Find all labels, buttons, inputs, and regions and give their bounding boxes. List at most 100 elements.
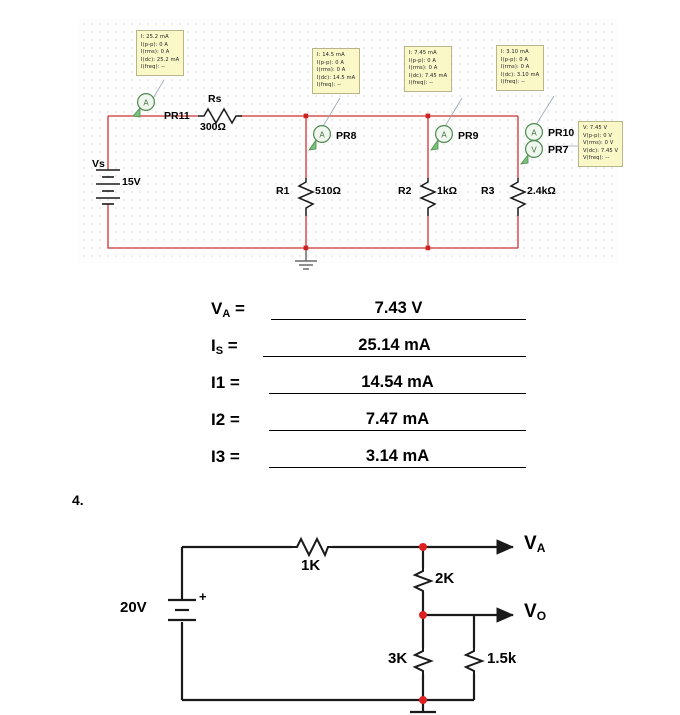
answer-value[interactable]: 14.54 mA: [269, 373, 526, 394]
answer-row: I1 = 14.54 mA: [0, 357, 680, 394]
q4-battery-symbol: [168, 598, 196, 622]
answer-label: I2 =: [211, 410, 240, 429]
tooltip-line: I(p-p): 0 A: [409, 57, 437, 64]
component-ref-r2: R2: [398, 185, 412, 197]
q4-wires: [180, 539, 515, 702]
tooltip-line: I(p-p): 0 A: [317, 59, 345, 66]
component-ref-rs: Rs: [208, 93, 222, 105]
probe-tooltip-pr9: I: 7.45 mA I(p-p): 0 A I(rms): 0 A I(dc)…: [404, 46, 453, 92]
tooltip-line: I(freq): --: [317, 82, 342, 89]
tooltip-line: V(p-p): 0 V: [583, 132, 613, 139]
probe-label-pr10: PR10: [548, 127, 575, 139]
component-ref-r1: R1: [276, 185, 290, 197]
q4-resistor-label-1p5k: 1.5k: [487, 650, 517, 667]
probe-pr10-icon[interactable]: A: [525, 122, 544, 141]
tooltip-line: V(freq): --: [583, 155, 610, 162]
svg-text:V: V: [531, 146, 537, 155]
question4-drawing: [168, 536, 515, 714]
tooltip-line: I(freq): --: [409, 80, 434, 87]
answer-label-sub: S: [215, 345, 224, 357]
source-value-vs: 15V: [122, 176, 141, 188]
q4-polarity-label: +: [199, 589, 207, 604]
svg-text:A: A: [531, 129, 537, 138]
answer-label-text: I3: [211, 447, 226, 466]
q4-output-label-vo: VO: [524, 601, 546, 623]
question-number: 4.: [72, 492, 84, 508]
svg-text:A: A: [143, 99, 149, 108]
q4-source-label: 20V: [120, 599, 147, 616]
ground-symbol: [295, 248, 317, 270]
q4-resistor-2k-symbol: [412, 568, 434, 592]
answer-value[interactable]: 7.47 mA: [269, 410, 526, 431]
tooltip-leader-lines: [145, 79, 580, 147]
tooltip-line: I(dc): 3.10 mA: [501, 71, 540, 78]
probe-tooltip-pr7: V: 7.45 V V(p-p): 0 V V(rms): 0 V V(dc):…: [578, 121, 624, 167]
probe-pr7-icon[interactable]: V: [520, 139, 544, 165]
answer-label: IS =: [211, 336, 238, 357]
probe-pr8-icon[interactable]: A: [308, 124, 332, 151]
answer-value[interactable]: 25.14 mA: [263, 336, 526, 357]
q4-output-vo-sub: O: [536, 609, 547, 623]
resistor-r1-symbol: [297, 178, 315, 216]
component-value-rs: 300Ω: [200, 121, 226, 133]
component-value-r2: 1kΩ: [437, 185, 458, 197]
q4-resistor-1p5k-symbol: [463, 648, 485, 674]
tooltip-line: V: 7.45 V: [583, 125, 608, 131]
q4-output-label-va: VA: [524, 533, 545, 555]
q4-resistor-1k-symbol: [292, 536, 332, 558]
answer-label-text: I1: [211, 373, 226, 392]
junction-nodes: [303, 113, 431, 251]
tooltip-line: I(p-p): 0 A: [501, 56, 529, 63]
tooltip-line: I(freq): --: [141, 64, 166, 71]
q4-output-va-text: V: [524, 533, 537, 554]
answer-label-text: I2: [211, 410, 226, 429]
q4-resistor-label-3k: 3K: [388, 650, 408, 667]
answers-list: VA = 7.43 V IS = 25.14 mA I1 = 14.54 mA …: [0, 283, 680, 468]
answer-label-sub: A: [222, 308, 231, 320]
svg-text:A: A: [319, 131, 325, 140]
question4-circuit: 1K 2K 3K 1.5k 20V + VA VO: [120, 500, 680, 715]
tooltip-line: I: 7.45 mA: [409, 50, 437, 56]
tooltip-line: I: 3.10 mA: [501, 49, 529, 55]
q4-junction-nodes: [419, 543, 427, 704]
schematic-drawing: A A A A V: [96, 79, 580, 270]
tooltip-line: I(rms): 0 A: [501, 64, 530, 71]
component-ref-r3: R3: [481, 185, 495, 197]
probe-pr9-icon[interactable]: A: [430, 124, 454, 151]
multisim-schematic: A A A A V: [78, 18, 624, 270]
answer-label: I3 =: [211, 447, 240, 466]
q4-output-vo-text: V: [524, 601, 537, 622]
tooltip-line: I(dc): 14.5 mA: [317, 74, 356, 81]
tooltip-line: I(rms): 0 A: [409, 65, 438, 72]
answer-label-text: V: [211, 299, 223, 318]
answer-value[interactable]: 3.14 mA: [269, 447, 526, 468]
q4-resistor-label-2k: 2K: [435, 570, 455, 587]
tooltip-line: I(dc): 25.2 mA: [141, 56, 180, 63]
answer-row: IS = 25.14 mA: [0, 320, 680, 357]
answer-value[interactable]: 7.43 V: [271, 299, 526, 320]
probe-label-pr8: PR8: [336, 130, 357, 142]
battery-symbol: [96, 169, 120, 205]
answer-label: VA =: [211, 299, 245, 320]
tooltip-line: V(dc): 7.45 V: [583, 147, 619, 154]
q4-output-va-sub: A: [536, 541, 546, 555]
tooltip-line: I: 25.2 mA: [141, 34, 169, 40]
probe-tooltip-pr8: I: 14.5 mA I(p-p): 0 A I(rms): 0 A I(dc)…: [312, 48, 361, 94]
answer-label-text: I: [211, 336, 216, 355]
tooltip-line: I(rms): 0 A: [141, 49, 170, 56]
probe-symbols: A A A A V: [132, 92, 544, 165]
probe-label-pr9: PR9: [458, 130, 479, 142]
tooltip-line: I(p-p): 0 A: [141, 41, 169, 48]
answer-row: VA = 7.43 V: [0, 283, 680, 320]
tooltip-line: I(rms): 0 A: [317, 67, 346, 74]
probe-tooltip-pr11: I: 25.2 mA I(p-p): 0 A I(rms): 0 A I(dc)…: [136, 30, 185, 76]
circuit-wires: [107, 115, 519, 249]
q4-resistor-3k-symbol: [412, 648, 434, 674]
answer-row: I3 = 3.14 mA: [0, 431, 680, 468]
tooltip-line: I(dc): 7.45 mA: [409, 72, 448, 79]
probe-label-pr11: PR11: [164, 110, 190, 122]
resistor-r2-symbol: [419, 178, 437, 216]
tooltip-line: I(freq): --: [501, 79, 526, 86]
probe-pr11-icon[interactable]: A: [132, 92, 155, 118]
svg-text:A: A: [441, 131, 447, 140]
